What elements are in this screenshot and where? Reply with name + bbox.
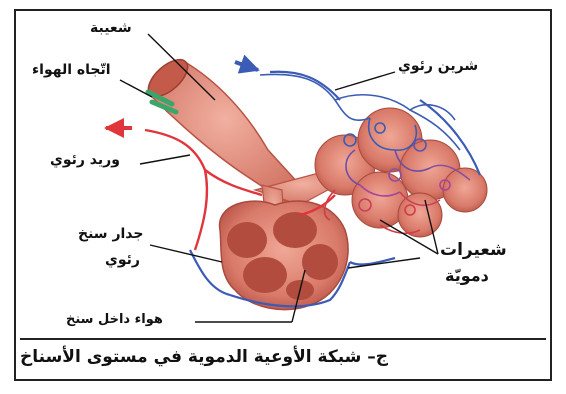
label-pulmonary-artery: شرين رئوي [398, 58, 478, 74]
label-pulmonary-vein: وريد رئوي [50, 152, 120, 168]
label-alveolus-wall-line1: جدار سنخ [78, 226, 143, 242]
caption-text: ج– شبكة الأوعية الدموية في مستوى الأسناخ [20, 347, 388, 367]
leader-artery [335, 72, 395, 90]
leader-vein [140, 155, 190, 164]
leader-wall [150, 245, 222, 262]
leader-air-direction [120, 80, 152, 97]
label-alveolus-wall-line2: رئوي [105, 252, 140, 268]
leader-capillaries-c [348, 258, 420, 268]
alveolar-sac-lower [220, 201, 349, 309]
label-bronchiole: شعيبة [90, 20, 132, 36]
label-air-in-alveolus: هواء داخل سنخ [66, 312, 163, 327]
label-capillaries-line1: شعيرات [440, 240, 507, 260]
figure-caption: ج– شبكة الأوعية الدموية في مستوى الأسناخ [20, 338, 546, 374]
label-air-direction: اتّجاه الهواء [32, 62, 111, 78]
label-capillaries-line2: دمويّة [445, 266, 489, 285]
